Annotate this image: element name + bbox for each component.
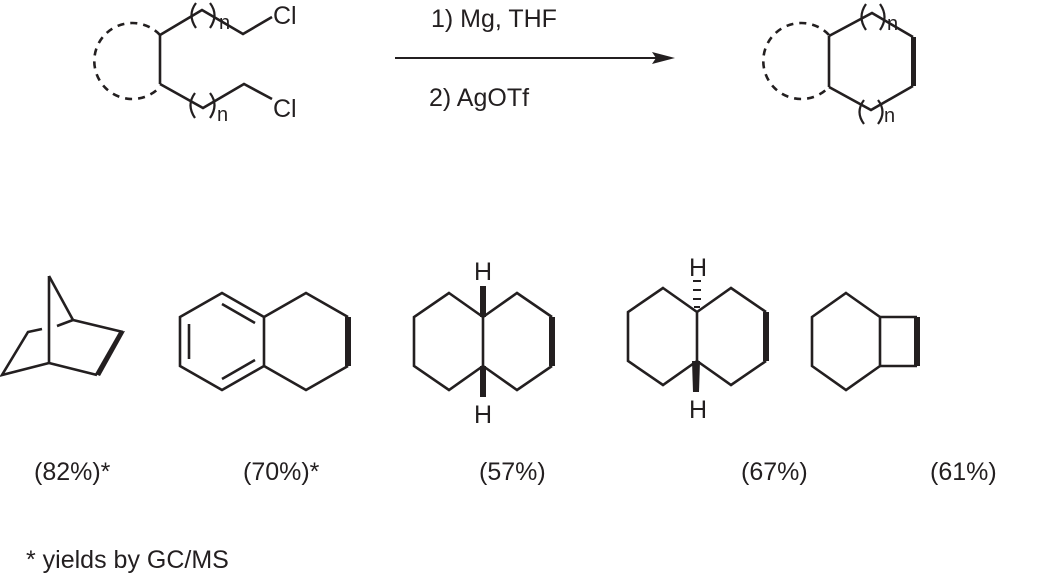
subscript-n-top: n bbox=[219, 12, 230, 34]
trans-octahydronaphthalene-structure bbox=[626, 280, 769, 392]
chlorine-top: Cl bbox=[273, 2, 297, 30]
cis-octahydronaphthalene-structure bbox=[412, 286, 555, 397]
hashed-wedge-bond bbox=[693, 280, 701, 308]
yield-trans-octahydronaphthalene: (67%) bbox=[741, 458, 808, 486]
yield-cis-octahydronaphthalene: (57%) bbox=[479, 458, 546, 486]
subscript-n-bottom: n bbox=[884, 105, 895, 127]
reaction-arrow bbox=[395, 52, 675, 64]
yield-norbornene: (82%)* bbox=[34, 458, 111, 486]
footnote: * yields by GC/MS bbox=[26, 546, 229, 574]
yield-bicyclooctene: (61%) bbox=[930, 458, 997, 486]
product-structure bbox=[761, 3, 916, 125]
dashed-ring bbox=[92, 21, 161, 101]
hydrogen-bottom: H bbox=[689, 396, 707, 424]
norbornene-structure bbox=[0, 275, 125, 377]
chlorine-bottom: Cl bbox=[273, 95, 297, 123]
reagent-step-1: 1) Mg, THF bbox=[431, 5, 557, 33]
dashed-ring bbox=[761, 21, 830, 101]
reagent-step-2: 2) AgOTf bbox=[429, 84, 530, 112]
hydrogen-bottom: H bbox=[474, 401, 492, 429]
reactant-structure bbox=[92, 2, 273, 119]
bicyclooctene-structure bbox=[810, 291, 920, 392]
hydrogen-top: H bbox=[689, 254, 707, 282]
subscript-n-top: n bbox=[887, 13, 898, 35]
yield-dihydronaphthalene: (70%)* bbox=[243, 458, 320, 486]
subscript-n-bottom: n bbox=[217, 104, 228, 126]
dihydronaphthalene-structure bbox=[178, 291, 351, 392]
hydrogen-top: H bbox=[474, 258, 492, 286]
